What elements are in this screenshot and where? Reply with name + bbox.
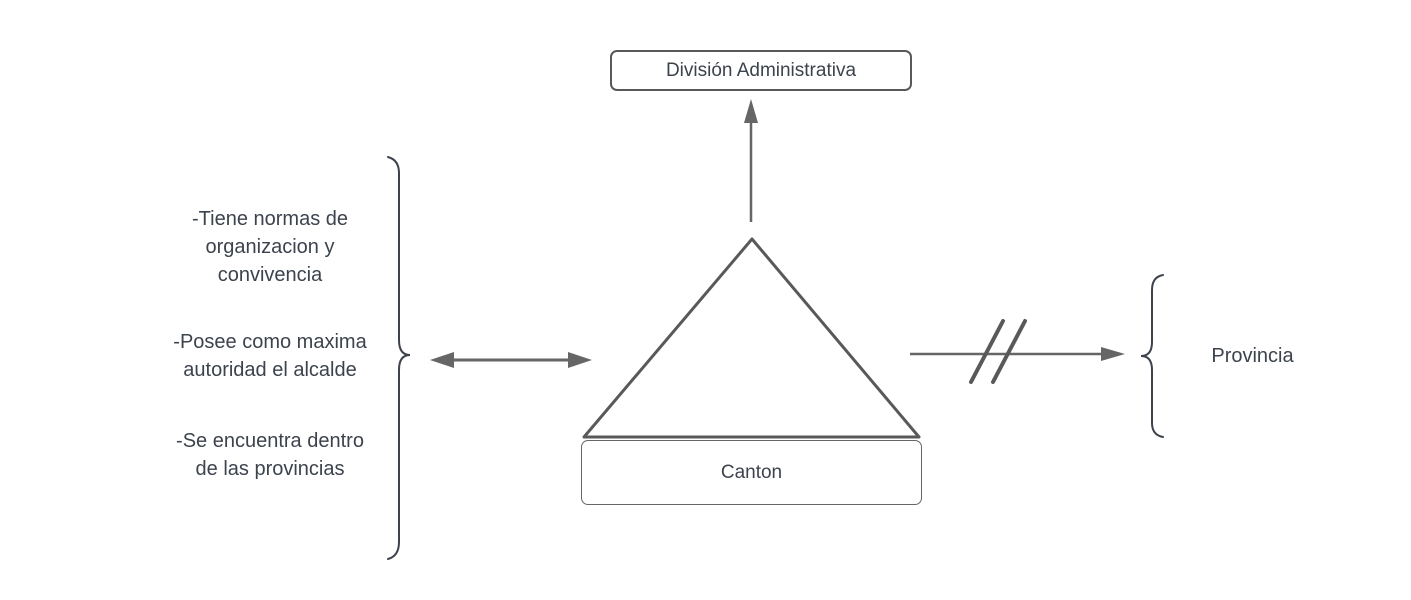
- note-normas: -Tiene normas de organizacion y conviven…: [140, 205, 400, 289]
- double-arrow-head-left-icon: [430, 352, 454, 368]
- canton-label: Canton: [720, 461, 783, 483]
- right-arrow-head-icon: [1101, 347, 1125, 361]
- up-arrow-head-icon: [744, 99, 758, 123]
- provincia-label: Provincia: [1180, 345, 1325, 368]
- note-line: de las provincias: [195, 458, 345, 480]
- double-arrow-head-right-icon: [568, 352, 592, 368]
- triangle-shape: [582, 237, 921, 439]
- division-administrativa-box: División Administrativa: [610, 50, 912, 91]
- note-line: autoridad el alcalde: [183, 359, 357, 381]
- slash-mark-2: [991, 319, 1027, 384]
- note-provincias: -Se encuentra dentro de las provincias: [140, 427, 400, 483]
- note-line: -Se encuentra dentro: [176, 430, 364, 452]
- canton-box: Canton: [581, 440, 922, 505]
- slash-mark-1: [969, 319, 1005, 384]
- note-line: -Tiene normas de: [192, 208, 348, 230]
- provincia-text: Provincia: [1211, 345, 1294, 367]
- note-line: -Posee como maxima: [173, 331, 367, 353]
- note-line: convivencia: [217, 264, 323, 286]
- note-line: organizacion y: [205, 236, 335, 258]
- right-brace: [1140, 274, 1164, 438]
- note-alcalde: -Posee como maxima autoridad el alcalde: [140, 328, 400, 384]
- division-administrativa-label: División Administrativa: [665, 59, 857, 81]
